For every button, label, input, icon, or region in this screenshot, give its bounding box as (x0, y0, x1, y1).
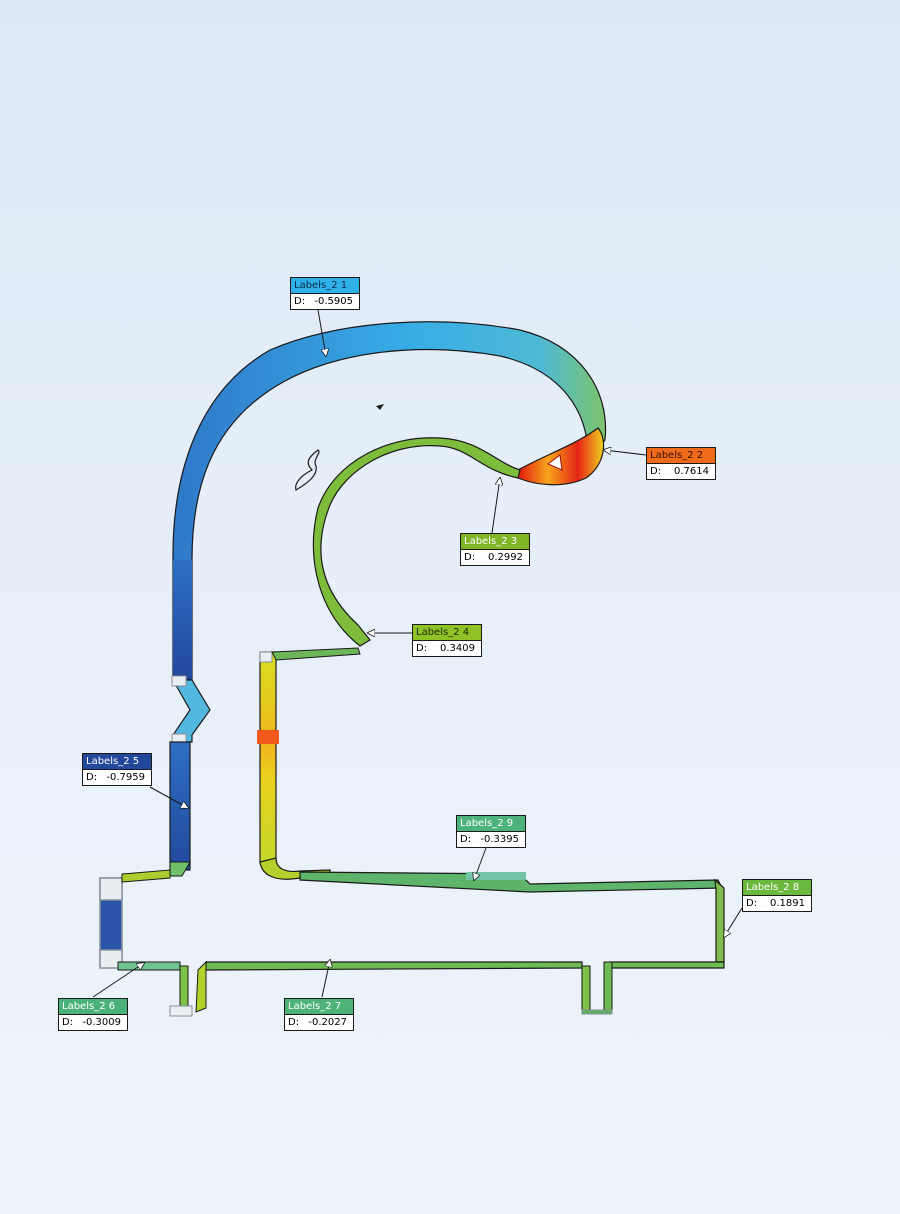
callout-value-row: D: 0.2992 (460, 549, 530, 566)
callout-value: 0.7614 (674, 466, 709, 477)
callout-value: 0.2992 (488, 552, 523, 563)
notch-left-inner (195, 960, 207, 1013)
left-box-bottom-cap (99, 949, 123, 969)
column-gray-gap-top (171, 675, 187, 687)
hook-hot-region (517, 427, 605, 486)
callout-title: Labels_2 2 (646, 447, 716, 463)
column-zigzag (171, 679, 211, 743)
left-box-top-cap (99, 877, 123, 901)
left-box-bottom-ledge (117, 961, 181, 971)
callout-labels-2-1[interactable]: Labels_2 1 D: -0.5905 (290, 277, 360, 310)
callout-key: D: (650, 466, 662, 477)
inner-wall-band (259, 651, 277, 863)
callout-labels-2-3[interactable]: Labels_2 3 D: 0.2992 (460, 533, 530, 566)
artifact-dot (376, 404, 384, 410)
callout-value: -0.2027 (308, 1017, 347, 1028)
callout-value-row: D: 0.7614 (646, 463, 716, 480)
callout-labels-2-9[interactable]: Labels_2 9 D: -0.3395 (456, 815, 526, 848)
callout-title: Labels_2 3 (460, 533, 530, 549)
callout-value-row: D: -0.3009 (58, 1014, 128, 1031)
callout-labels-2-2[interactable]: Labels_2 2 D: 0.7614 (646, 447, 716, 480)
callout-title: Labels_2 9 (456, 815, 526, 831)
callout-title: Labels_2 5 (82, 753, 152, 769)
notch-right (581, 965, 591, 1013)
inner-wall-cap (259, 651, 273, 663)
leader-line-l8 (724, 907, 743, 937)
outer-arc-band (172, 321, 607, 681)
callout-key: D: (288, 1017, 300, 1028)
callout-labels-2-7[interactable]: Labels_2 7 D: -0.2027 (284, 998, 354, 1031)
callout-value-row: D: 0.1891 (742, 895, 812, 912)
callout-value-row: D: 0.3409 (412, 640, 482, 657)
leader-line-l2 (604, 450, 647, 456)
notch-right-bottom (581, 1009, 613, 1015)
callout-title: Labels_2 8 (742, 879, 812, 895)
notch-left (179, 965, 189, 1013)
inner-curl-band (312, 437, 521, 647)
callout-value: -0.7959 (106, 772, 145, 783)
callout-title: Labels_2 1 (290, 277, 360, 293)
inner-top-ledge (271, 647, 361, 661)
column-lower-band (169, 741, 191, 871)
top-deck-highlight (466, 872, 526, 880)
callout-title: Labels_2 7 (284, 998, 354, 1014)
notch-right-inner (603, 961, 613, 1013)
callout-value: 0.1891 (770, 898, 805, 909)
callout-labels-2-4[interactable]: Labels_2 4 D: 0.3409 (412, 624, 482, 657)
callout-key: D: (86, 772, 98, 783)
right-wall-band (714, 878, 725, 963)
callout-value: -0.3009 (82, 1017, 121, 1028)
callout-title: Labels_2 6 (58, 998, 128, 1014)
callout-value-row: D: -0.5905 (290, 293, 360, 310)
callout-value: -0.5905 (314, 296, 353, 307)
callout-value-row: D: -0.3395 (456, 831, 526, 848)
bottom-right-band (609, 961, 725, 969)
leader-line-l5 (149, 786, 188, 808)
callout-key: D: (416, 643, 428, 654)
callout-key: D: (464, 552, 476, 563)
inner-wall-hotspot (257, 730, 279, 744)
leader-line-l6 (92, 963, 144, 998)
callout-key: D: (294, 296, 306, 307)
callout-key: D: (460, 834, 472, 845)
callout-value-row: D: -0.7959 (82, 769, 152, 786)
bottom-deck-band (205, 961, 583, 971)
callout-key: D: (62, 1017, 74, 1028)
leader-line-l9 (474, 847, 487, 880)
artifact-squiggle (295, 449, 320, 491)
leader-line-l3 (491, 478, 500, 534)
left-box-top-ledge (121, 869, 171, 883)
callout-value: 0.3409 (440, 643, 475, 654)
callout-key: D: (746, 898, 758, 909)
callout-labels-2-8[interactable]: Labels_2 8 D: 0.1891 (742, 879, 812, 912)
callout-value: -0.3395 (480, 834, 519, 845)
callout-value-row: D: -0.2027 (284, 1014, 354, 1031)
callout-labels-2-5[interactable]: Labels_2 5 D: -0.7959 (82, 753, 152, 786)
hook-notch (547, 454, 563, 471)
callout-labels-2-6[interactable]: Labels_2 6 D: -0.3009 (58, 998, 128, 1031)
leader-line-l1 (317, 309, 326, 356)
leader-line-l7 (321, 960, 330, 998)
column-upper-band (173, 560, 192, 680)
notch-left-cap (169, 1005, 193, 1017)
callout-title: Labels_2 4 (412, 624, 482, 640)
